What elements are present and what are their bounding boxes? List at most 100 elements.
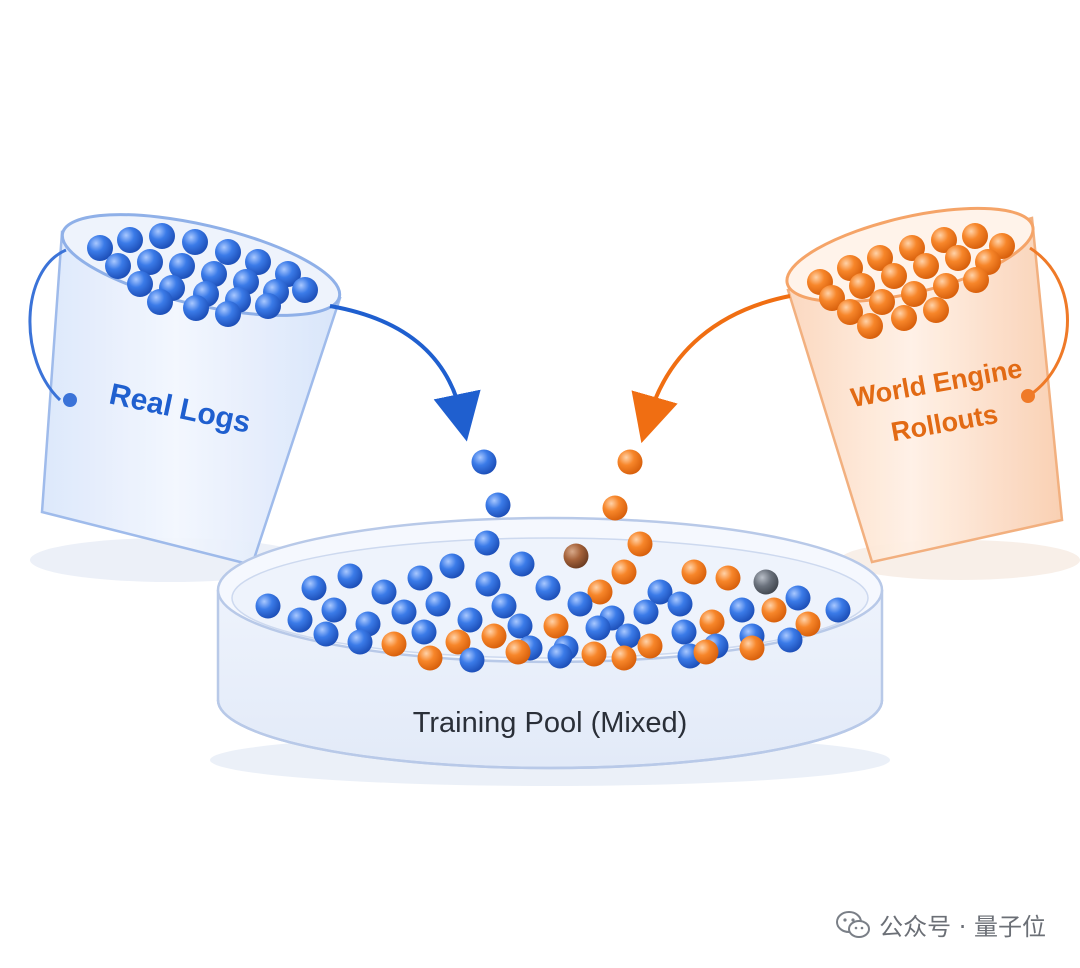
blue-ball <box>459 647 485 673</box>
blue-ball <box>667 591 693 617</box>
blue-ball <box>301 575 327 601</box>
blue-ball <box>149 223 175 249</box>
blue-ball <box>255 293 281 319</box>
blue-ball <box>547 643 573 669</box>
blue-ball <box>535 575 561 601</box>
blue-ball <box>425 591 451 617</box>
real-logs-bucket: Real Logs <box>28 213 342 567</box>
blue-ball <box>127 271 153 297</box>
orange-ball <box>611 559 637 585</box>
pool-balls <box>255 551 851 673</box>
blue-ball <box>87 235 113 261</box>
falling-ball <box>563 543 589 569</box>
orange-ball <box>869 289 895 315</box>
orange-ball <box>699 609 725 635</box>
bucket-handle-knob <box>63 393 77 407</box>
orange-ball <box>681 559 707 585</box>
blue-ball <box>292 277 318 303</box>
orange-ball <box>543 613 569 639</box>
orange-ball <box>837 299 863 325</box>
blue-ball <box>169 253 195 279</box>
orange-ball <box>931 227 957 253</box>
training-pool-label: Training Pool (Mixed) <box>413 707 688 739</box>
blue-ball <box>825 597 851 623</box>
training-pool-dish: Training Pool (Mixed) <box>216 516 884 770</box>
world-engine-rollouts-bucket: World Engine Rollouts <box>785 206 1069 564</box>
orange-ball <box>901 281 927 307</box>
watermark-text: 公众号 · 量子位 <box>879 913 1046 941</box>
gray-ball <box>753 569 779 595</box>
orange-ball <box>381 631 407 657</box>
falling-ball <box>617 449 643 475</box>
orange-ball <box>739 635 765 661</box>
real-logs-flow-arrow <box>329 304 481 442</box>
watermark: 公众号 · 量子位 <box>835 907 1046 942</box>
orange-ball <box>417 645 443 671</box>
blue-ball <box>321 597 347 623</box>
blue-ball <box>337 563 363 589</box>
orange-ball <box>481 623 507 649</box>
falling-ball <box>471 449 497 475</box>
left-bucket-balls <box>87 223 318 327</box>
blue-ball <box>147 289 173 315</box>
blue-ball <box>647 579 673 605</box>
orange-ball <box>795 611 821 637</box>
orange-ball <box>962 223 988 249</box>
falling-balls <box>471 449 653 569</box>
orange-ball <box>505 639 531 665</box>
orange-ball <box>715 565 741 591</box>
blue-ball <box>509 551 535 577</box>
blue-ball <box>585 615 611 641</box>
blue-ball <box>215 239 241 265</box>
blue-ball <box>407 565 433 591</box>
falling-ball <box>627 531 653 557</box>
orange-ball <box>857 313 883 339</box>
orange-ball <box>945 245 971 271</box>
falling-ball <box>485 492 511 518</box>
blue-ball <box>785 585 811 611</box>
orange-ball <box>933 273 959 299</box>
orange-ball <box>899 235 925 261</box>
blue-ball <box>567 591 593 617</box>
blue-ball <box>347 629 373 655</box>
orange-ball <box>637 633 663 659</box>
blue-ball <box>671 619 697 645</box>
orange-ball <box>923 297 949 323</box>
blue-ball <box>313 621 339 647</box>
bucket-handle-knob <box>1021 389 1035 403</box>
orange-ball <box>445 629 471 655</box>
blue-ball <box>729 597 755 623</box>
blue-ball <box>391 599 417 625</box>
blue-ball <box>371 579 397 605</box>
blue-ball <box>137 249 163 275</box>
blue-ball <box>105 253 131 279</box>
falling-ball <box>602 495 628 521</box>
orange-ball <box>881 263 907 289</box>
rollouts-flow-arrow <box>631 294 791 444</box>
orange-ball <box>611 645 637 671</box>
blue-ball <box>287 607 313 633</box>
wechat-icon <box>836 910 871 938</box>
right-bucket-balls <box>807 223 1015 339</box>
blue-ball <box>215 301 241 327</box>
blue-ball <box>201 261 227 287</box>
orange-ball <box>963 267 989 293</box>
blue-ball <box>475 571 501 597</box>
blue-ball <box>411 619 437 645</box>
orange-ball <box>867 245 893 271</box>
orange-ball <box>913 253 939 279</box>
blue-ball <box>439 553 465 579</box>
orange-ball <box>587 579 613 605</box>
orange-ball <box>891 305 917 331</box>
blue-ball <box>245 249 271 275</box>
orange-ball <box>693 639 719 665</box>
orange-ball <box>761 597 787 623</box>
blue-ball <box>183 295 209 321</box>
blue-ball <box>117 227 143 253</box>
blue-ball <box>633 599 659 625</box>
blue-ball <box>615 623 641 649</box>
falling-ball <box>474 530 500 556</box>
blue-ball <box>507 613 533 639</box>
orange-ball <box>819 285 845 311</box>
